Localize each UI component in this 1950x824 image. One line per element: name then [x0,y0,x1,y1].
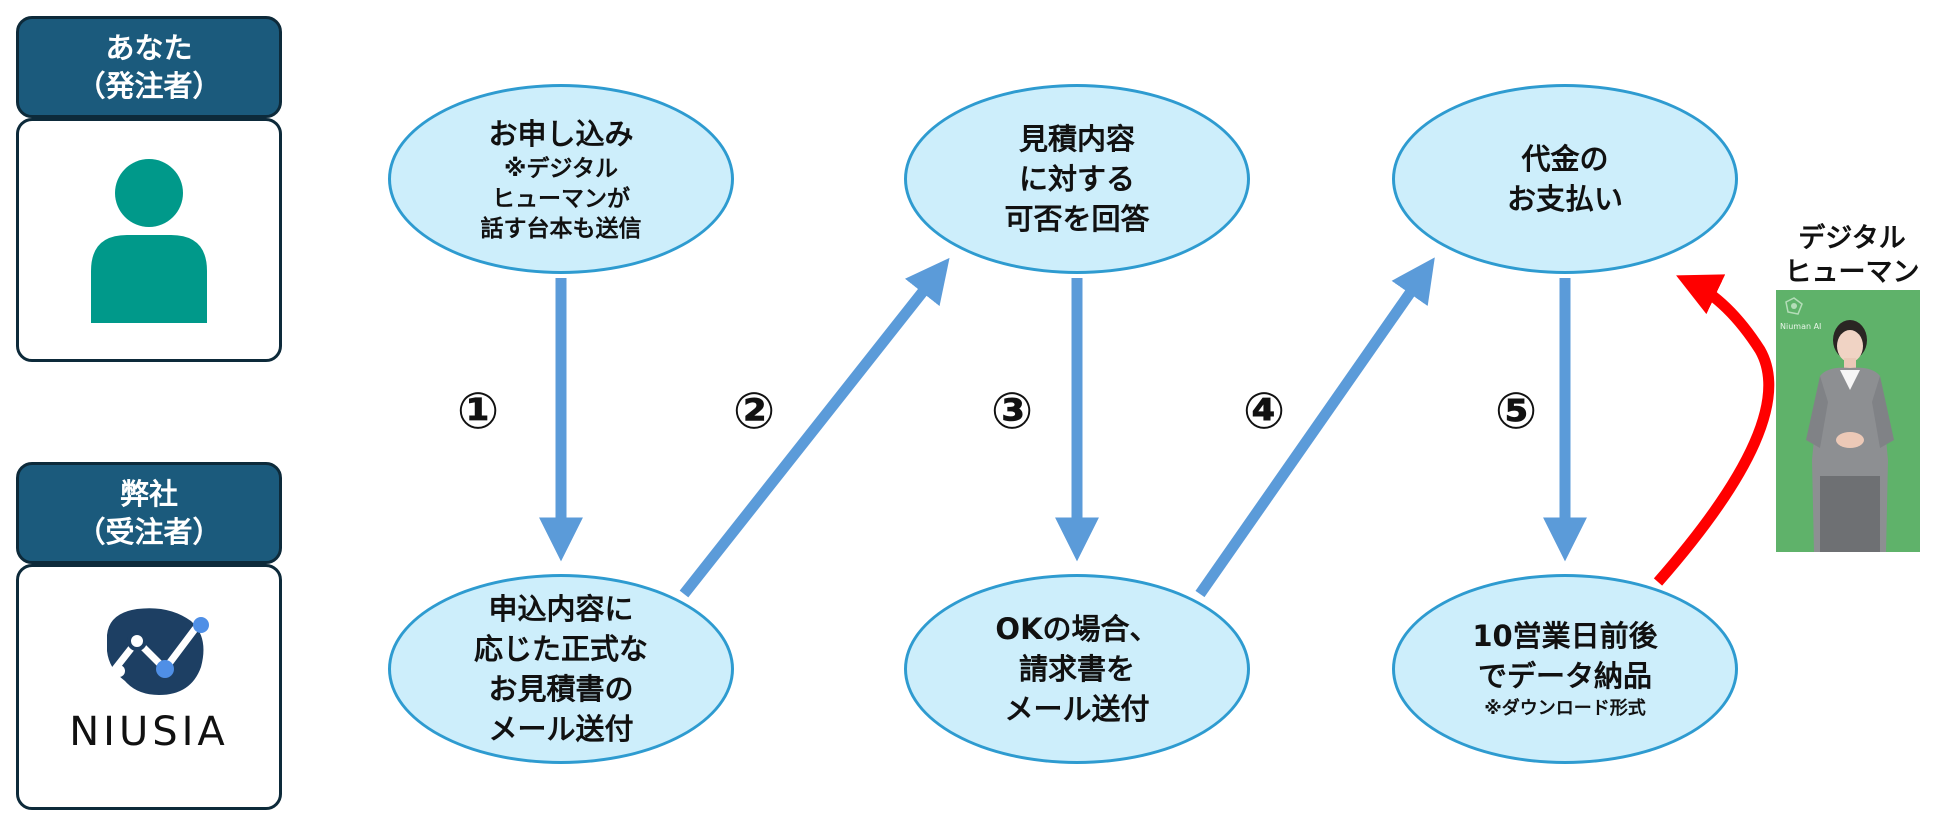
client-role-title: あなた [105,31,193,65]
node-payment-main: 代金の お支払い [1506,142,1623,216]
node-apply-sub: ※デジタル ヒューマンが 話す台本も送信 [480,156,642,242]
node-delivery-note: ※ダウンロード形式 [1484,698,1646,719]
node-quote-main: 申込内容に 応じた正式な お見積書の メール送付 [473,592,648,746]
vendor-role-title: 弊社 [119,477,178,511]
niuman-ai-logo-text: Niuman AI [1780,322,1822,331]
node-apply: お申し込み ※デジタル ヒューマンが 話す台本も送信 [388,84,734,274]
vendor-role-header: 弊社 （受注者） [16,462,282,564]
niusia-logo-text: NIUSIA [69,709,229,755]
node-delivery: 10営業日前後 でデータ納品 ※ダウンロード形式 [1392,574,1738,764]
step-number-1: ① [456,382,500,440]
arrow-step-2 [679,257,950,598]
node-invoice-main: OKの場合、 請求書を メール送付 [995,612,1159,726]
step-number-5: ⑤ [1494,382,1538,440]
node-payment: 代金の お支払い [1392,84,1738,274]
vendor-role-subtitle: （受注者） [76,515,222,549]
niusia-logo-icon [107,608,209,695]
step-number-4: ④ [1242,382,1286,440]
vendor-role-box: NIUSIA [16,564,282,810]
node-invoice: OKの場合、 請求書を メール送付 [904,574,1250,764]
client-role-box [16,118,282,362]
person-icon [91,159,207,323]
node-answer: 見積内容 に対する 可否を回答 [904,84,1250,274]
return-arrow-red [1653,274,1775,586]
node-apply-main: お申し込み [488,117,634,151]
client-role-subtitle: （発注者） [76,69,222,103]
arrow-step-4 [1195,257,1435,598]
step-number-3: ③ [990,382,1034,440]
digital-human-figure [1785,297,1894,552]
node-delivery-main: 10営業日前後 でデータ納品 [1472,619,1658,693]
node-answer-main: 見積内容 に対する 可否を回答 [1004,122,1150,236]
node-quote: 申込内容に 応じた正式な お見積書の メール送付 [388,574,734,764]
digital-human-label: デジタル ヒューマン [1784,223,1920,288]
step-number-2: ② [732,382,776,440]
client-role-header: あなた （発注者） [16,16,282,118]
digital-human-image: Niuman AI [1776,290,1920,552]
